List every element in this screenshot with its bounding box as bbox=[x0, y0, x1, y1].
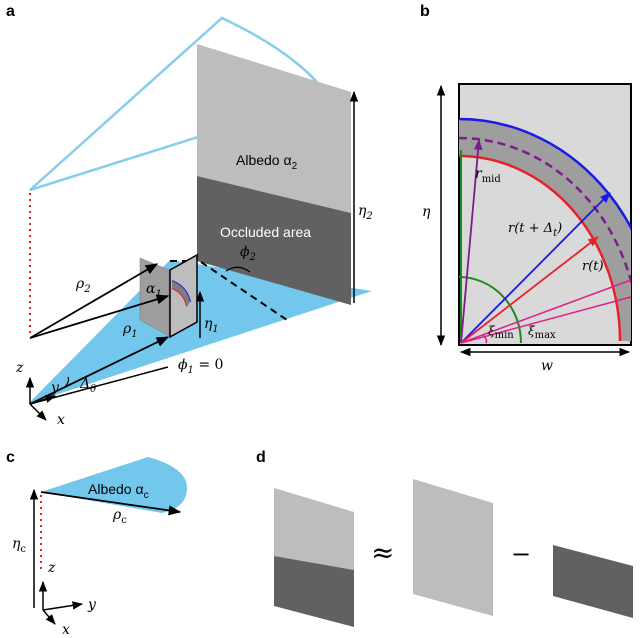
r-mid-label: rmid bbox=[475, 166, 501, 185]
albedo-c-area bbox=[41, 457, 188, 513]
panel-c: c Albedo αc ρc ηc z y x bbox=[6, 449, 188, 638]
blue-arc bbox=[459, 117, 631, 231]
green-arc bbox=[459, 276, 522, 344]
d-wall-dark bbox=[274, 556, 354, 627]
purple-dashed-arc bbox=[459, 136, 631, 287]
axis-y-a bbox=[29, 394, 57, 405]
eta-axis-label: η bbox=[422, 204, 431, 220]
axis-y-label-a: y bbox=[50, 380, 60, 396]
r-t-dt-vector bbox=[460, 192, 611, 344]
panel-a-letter: a bbox=[6, 3, 15, 20]
rho2-vector bbox=[29, 263, 159, 339]
eta-c-label: ηc bbox=[12, 536, 26, 555]
minus-symbol: − bbox=[511, 540, 531, 568]
magenta-arc bbox=[482, 334, 488, 344]
panel-d: d ≈ − bbox=[256, 449, 633, 627]
r-t-vector bbox=[460, 236, 599, 344]
axis-z-label-a: z bbox=[15, 360, 24, 376]
wall-occluded-area bbox=[197, 176, 351, 305]
delta-theta-arc bbox=[63, 376, 70, 389]
r-t-dt-label: r(t + Δt) bbox=[508, 221, 562, 239]
axis-y-label-c: y bbox=[87, 597, 97, 613]
occluded-area-label: Occluded area bbox=[220, 224, 311, 240]
axis-z-label-c: z bbox=[47, 560, 56, 576]
r-mid-vector bbox=[460, 138, 483, 344]
axis-x-label-a: x bbox=[57, 412, 65, 428]
panel-d-letter: d bbox=[256, 449, 266, 466]
r-t-label: r(t) bbox=[582, 259, 604, 274]
magenta-ray-2 bbox=[460, 279, 632, 344]
axis-y-c bbox=[42, 601, 84, 611]
panel-b-letter: b bbox=[420, 3, 430, 20]
annulus-band bbox=[459, 119, 631, 341]
wall-albedo-area bbox=[197, 44, 351, 213]
panel-c-letter: c bbox=[6, 449, 15, 466]
axis-x-c bbox=[42, 609, 56, 625]
d-wall-light bbox=[274, 488, 354, 570]
rho2-label: ρ2 bbox=[75, 276, 91, 295]
eta1-label: η1 bbox=[204, 316, 219, 335]
phi2-arc bbox=[225, 266, 251, 273]
d-wall-occluded bbox=[553, 545, 633, 618]
w-axis-label: w bbox=[541, 358, 553, 374]
axis-x-a bbox=[29, 403, 47, 421]
d-wall-full bbox=[413, 479, 493, 616]
eta2-label: η2 bbox=[358, 203, 373, 222]
rho-c-label: ρc bbox=[112, 507, 127, 526]
rho1-label: ρ1 bbox=[122, 321, 138, 340]
delta-theta-label: Δθ bbox=[79, 376, 96, 395]
dashed-line-2 bbox=[200, 261, 291, 323]
phi1-label: ϕ1 = 0 bbox=[178, 357, 223, 376]
magenta-ray-1 bbox=[460, 296, 632, 344]
small-wall-left bbox=[139, 257, 170, 337]
approx-symbol: ≈ bbox=[371, 536, 394, 569]
small-arc-fill bbox=[172, 281, 190, 306]
rho1-vector bbox=[29, 294, 170, 339]
xi-min-label: ξmin bbox=[488, 324, 514, 341]
albedo-c-label: Albedo αc bbox=[88, 481, 149, 501]
panel-b: b rmid r(t + Δt) r(t) ξmin ξmax bbox=[420, 3, 632, 374]
xi-max-label: ξmax bbox=[528, 324, 556, 341]
phi2-label: ϕ2 bbox=[240, 244, 256, 263]
albedo-alpha2-label: Albedo α2 bbox=[236, 152, 298, 172]
axis-x-label-c: x bbox=[62, 622, 70, 638]
rho-c-vector bbox=[40, 491, 182, 516]
rho1-ground-line bbox=[29, 336, 170, 405]
panel-a: a Albedo α2 Occluded area η2 ϕ2 α1 η1 bbox=[6, 3, 373, 428]
